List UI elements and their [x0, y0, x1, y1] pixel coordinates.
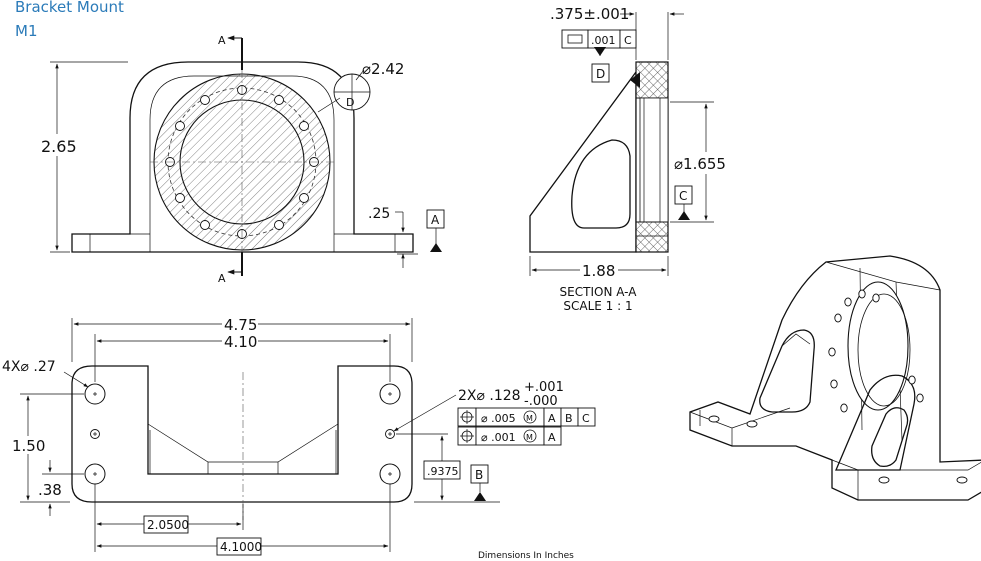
datum-c: C — [679, 189, 687, 203]
position-control-frame-2: ⌀ .001 M A — [457, 426, 562, 446]
units-note: Dimensions In Inches — [478, 551, 574, 561]
fcf1-datum-3: C — [582, 412, 590, 425]
flatness-value: .001 — [591, 34, 616, 47]
basic-dim-full: 4.1000 — [220, 540, 262, 554]
scale-caption: SCALE 1 : 1 — [563, 299, 632, 313]
width-tolerance-dim: .375±.001 — [550, 5, 629, 23]
fcf2-modifier: M — [526, 433, 533, 442]
height-150-dim: 1.50 — [12, 437, 45, 455]
fcf2-tolerance: ⌀ .001 — [481, 431, 516, 444]
depth-dimension: 1.88 — [582, 262, 615, 280]
fcf1-tolerance: ⌀ .005 — [481, 412, 516, 425]
section-caption: SECTION A-A — [560, 285, 638, 299]
drawing-title: Bracket Mount — [15, 0, 124, 16]
foot-dimension: .25 — [368, 206, 390, 222]
fcf1-datum-2: B — [565, 412, 573, 425]
flatness-datum: C — [624, 34, 632, 47]
detail-label: D — [346, 96, 354, 109]
fcf2-datum-1: A — [548, 431, 556, 444]
section-view: .375±.001 .001 C D ⌀1.655 C 1.88 SECTION… — [529, 5, 734, 313]
height-dimension: 2.65 — [41, 137, 77, 156]
isometric-view — [689, 255, 981, 501]
pin-tolerance-plus: +.001 — [524, 380, 564, 395]
datum-d: D — [596, 67, 605, 81]
hole-spacing-dim: 4.10 — [224, 333, 257, 351]
top-view: 4.75 4.10 4X⌀ .27 1.50 .38 2X⌀ .128 +.00… — [2, 316, 596, 556]
fcf1-datum-1: A — [548, 412, 556, 425]
section-marker-bottom: A — [218, 272, 226, 285]
diameter-note: ⌀2.42 — [362, 60, 404, 78]
pin-height-basic: .9375 — [427, 465, 459, 478]
section-marker-top: A — [218, 34, 226, 47]
height-038-dim: .38 — [38, 481, 62, 499]
front-view: A A 2.65 ⌀2.42 D .25 A — [38, 34, 445, 285]
mount-hole-callout: 4X⌀ .27 — [2, 359, 56, 375]
datum-a: A — [431, 213, 440, 227]
overall-width-dim: 4.75 — [224, 316, 257, 334]
datum-b: B — [475, 468, 483, 482]
pin-hole-callout: 2X⌀ .128 — [458, 388, 521, 404]
drawing-subtitle: M1 — [15, 22, 38, 40]
flatness-control-frame: .001 C — [561, 29, 637, 49]
fcf1-modifier: M — [526, 414, 533, 423]
pin-tolerance-minus: -.000 — [524, 394, 558, 409]
bore-diameter-dim: ⌀1.655 — [674, 155, 726, 173]
basic-dim-half: 2.0500 — [147, 518, 189, 532]
position-control-frame-1: ⌀ .005 M A B C — [457, 407, 596, 427]
